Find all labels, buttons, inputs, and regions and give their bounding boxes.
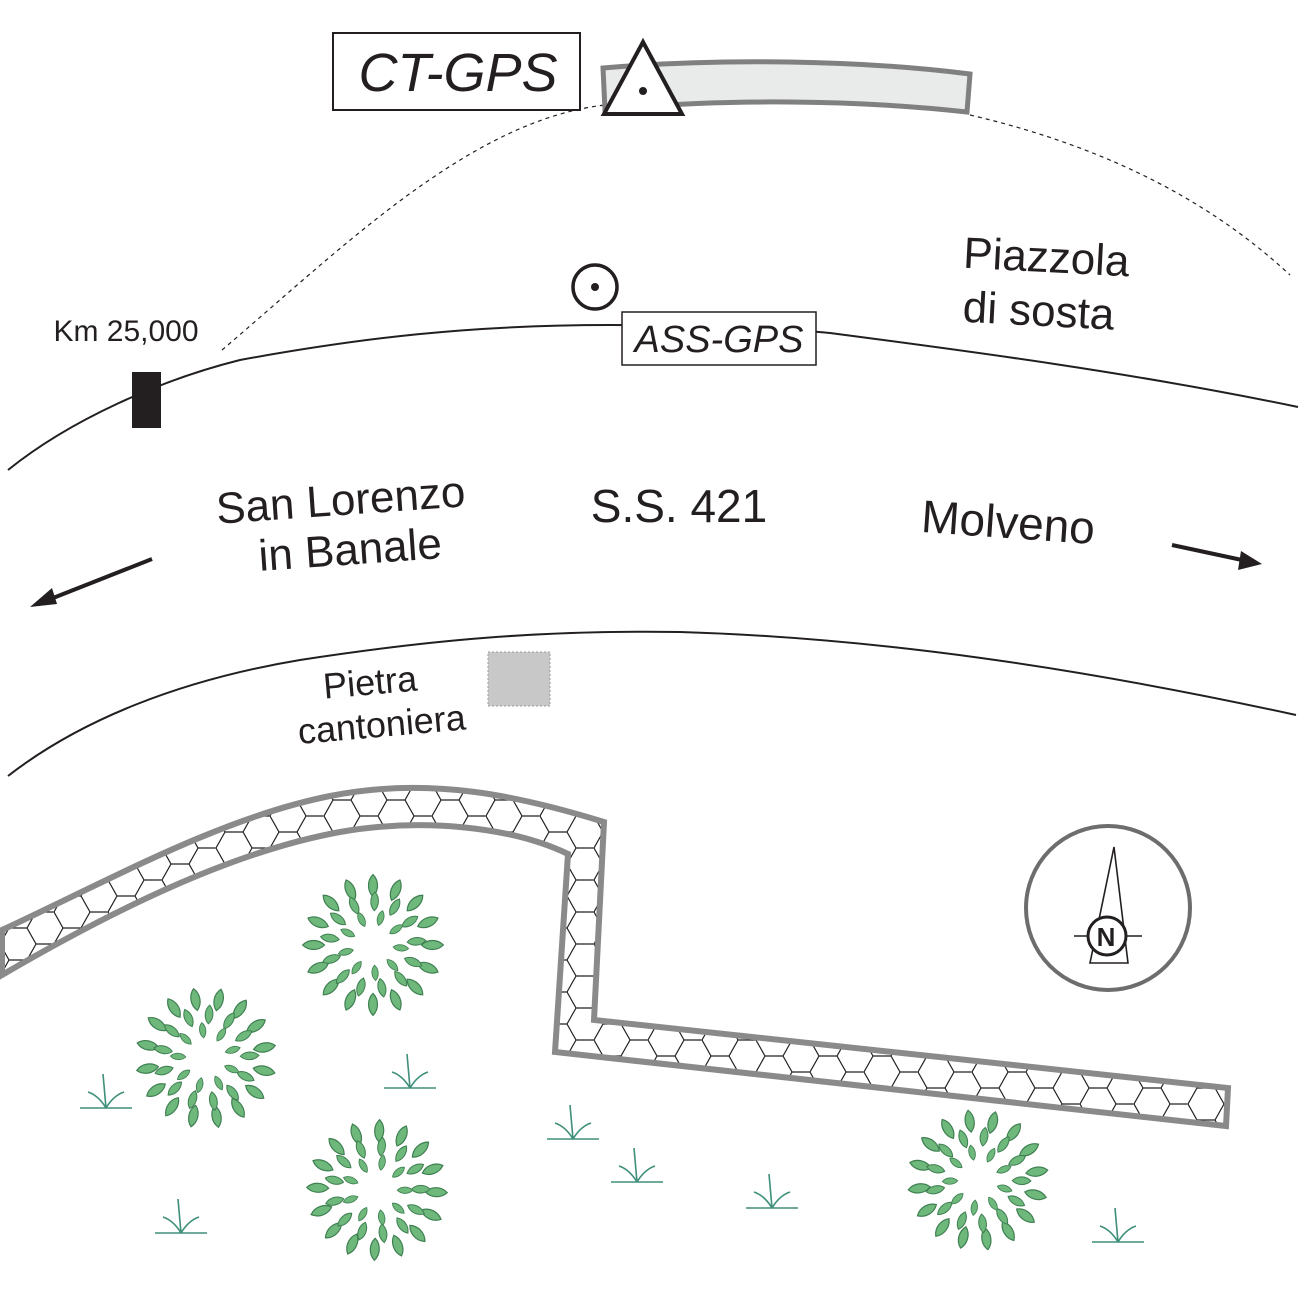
svg-text:cantoniera: cantoniera: [296, 696, 468, 752]
svg-text:N: N: [1097, 922, 1116, 952]
shelter-structure: [600, 59, 973, 115]
shrub-icon: [135, 987, 277, 1129]
road-lower-edge: [7, 630, 1297, 777]
ct-gps-marker: [600, 37, 686, 116]
svg-text:Pietra: Pietra: [321, 658, 419, 707]
north-arrow-icon: N: [1024, 824, 1192, 992]
road-name-label: S.S. 421: [591, 480, 767, 532]
piazzola-label: Piazzola di sosta: [962, 229, 1132, 340]
retaining-wall: [0, 784, 1232, 1130]
arrow-left-icon: [30, 557, 153, 607]
shrub-icon: [302, 873, 444, 1017]
ct-gps-label: CT-GPS: [332, 32, 581, 111]
molveno-label: Molveno: [920, 490, 1097, 554]
svg-text:Piazzola: Piazzola: [962, 229, 1131, 287]
svg-text:CT-GPS: CT-GPS: [358, 43, 557, 103]
svg-text:di sosta: di sosta: [962, 283, 1117, 340]
km-marker-post: [132, 372, 161, 428]
shrub-icon: [305, 1118, 449, 1262]
ass-gps-label: ASS-GPS: [621, 311, 817, 366]
km-marker-label: Km 25,000: [53, 315, 198, 348]
svg-text:ASS-GPS: ASS-GPS: [633, 319, 804, 361]
arrow-right-icon: [1171, 543, 1262, 570]
san-lorenzo-label: San Lorenzo in Banale: [214, 467, 466, 580]
shrub-icon: [907, 1109, 1049, 1251]
hill-contour-line: [221, 104, 1291, 351]
ass-gps-marker: [571, 263, 619, 311]
pietra-cantoniera-stone: [487, 651, 551, 707]
triangle-dot-icon: [600, 37, 686, 116]
road-upper-edge: [7, 323, 1299, 471]
pietra-cantoniera-label: Pietra cantoniera: [296, 658, 468, 752]
